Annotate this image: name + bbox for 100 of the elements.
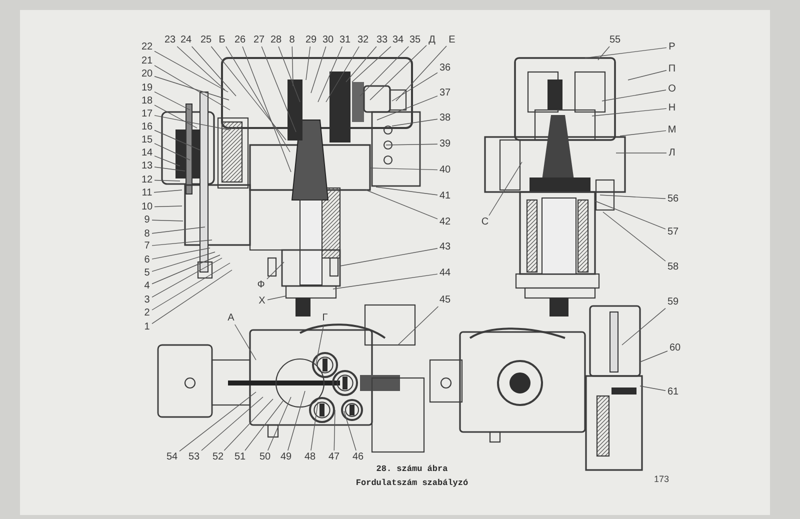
callout-label: 40 bbox=[438, 164, 452, 176]
callout-label: 41 bbox=[438, 190, 452, 202]
callout-label: 59 bbox=[666, 296, 680, 308]
callout-label: 10 bbox=[140, 202, 154, 212]
leader-line bbox=[154, 65, 230, 110]
callout-label: 49 bbox=[279, 452, 293, 462]
callout-label: Р bbox=[668, 42, 676, 52]
leader-line bbox=[154, 115, 230, 130]
leader-line bbox=[154, 206, 182, 208]
callout-label: 48 bbox=[303, 452, 317, 462]
callout-label: 47 bbox=[327, 452, 341, 462]
leader-line bbox=[594, 200, 666, 230]
callout-label: Х bbox=[258, 296, 266, 306]
callout-label: 5 bbox=[143, 268, 151, 278]
leader-line bbox=[154, 104, 198, 128]
callout-label: П bbox=[667, 64, 677, 74]
callout-label: 37 bbox=[438, 88, 452, 98]
leader-line bbox=[288, 390, 306, 451]
leader-line bbox=[154, 143, 190, 160]
leader-line bbox=[152, 258, 222, 298]
callout-label: 60 bbox=[668, 342, 682, 354]
callout-label: 46 bbox=[351, 452, 365, 462]
leader-line bbox=[152, 270, 232, 324]
callout-label: 50 bbox=[258, 452, 272, 462]
callout-label: 13 bbox=[140, 160, 154, 172]
callout-label: 28 bbox=[269, 34, 283, 46]
callout-label: 45 bbox=[438, 294, 452, 306]
callout-label: 53 bbox=[187, 452, 201, 462]
leader-line bbox=[210, 46, 286, 140]
leader-line bbox=[376, 186, 438, 196]
callout-label: Г bbox=[321, 312, 329, 324]
callout-label: 26 bbox=[233, 34, 247, 46]
leader-line bbox=[366, 190, 438, 220]
leader-line bbox=[340, 248, 438, 266]
callout-label: 9 bbox=[143, 214, 151, 226]
callout-label: 20 bbox=[140, 68, 154, 80]
leader-line bbox=[154, 166, 186, 172]
callout-label: 34 bbox=[391, 34, 405, 46]
leader-line bbox=[628, 70, 667, 80]
top-view-drawing bbox=[157, 304, 425, 453]
leader-line bbox=[600, 194, 666, 199]
leader-line bbox=[640, 350, 668, 362]
callout-label: 19 bbox=[140, 82, 154, 94]
leader-line bbox=[344, 410, 356, 451]
leader-line bbox=[392, 72, 438, 102]
leader-line bbox=[370, 168, 438, 170]
leader-line bbox=[360, 46, 409, 96]
callout-label: 8 bbox=[143, 228, 151, 240]
callout-label: 23 bbox=[163, 34, 177, 46]
leader-line bbox=[278, 46, 300, 102]
leader-line bbox=[224, 398, 274, 451]
callout-label: 6 bbox=[143, 254, 151, 266]
leader-line bbox=[154, 50, 228, 92]
leader-line bbox=[488, 162, 522, 216]
leader-line bbox=[234, 324, 256, 360]
leader-line bbox=[334, 410, 336, 451]
callout-label: Л bbox=[668, 148, 676, 158]
callout-label: 3 bbox=[143, 294, 151, 306]
leader-line bbox=[584, 47, 667, 58]
callout-label: 12 bbox=[140, 174, 154, 186]
leader-line bbox=[154, 130, 200, 150]
callout-label: Д bbox=[428, 34, 436, 46]
leader-line bbox=[152, 226, 206, 234]
callout-label: 44 bbox=[438, 268, 452, 278]
callout-label: Ф bbox=[256, 280, 266, 290]
callout-label: 33 bbox=[375, 34, 389, 46]
callout-label: 18 bbox=[140, 96, 154, 106]
leader-line bbox=[226, 46, 290, 152]
leader-line bbox=[310, 402, 318, 451]
figure-caption: 28. számu ábra Fordulatszám szabályzó bbox=[354, 463, 470, 490]
callout-label: М bbox=[666, 124, 678, 136]
leader-line bbox=[620, 130, 666, 136]
callout-label: 1 bbox=[143, 322, 151, 332]
leader-line bbox=[261, 46, 296, 132]
leader-line bbox=[602, 212, 666, 262]
callout-label: 16 bbox=[140, 122, 154, 132]
callout-label: 55 bbox=[608, 34, 622, 46]
callout-label: 8 bbox=[288, 34, 296, 46]
callout-label: 32 bbox=[356, 34, 370, 46]
leader-line bbox=[152, 220, 184, 222]
callout-label: 42 bbox=[438, 216, 452, 228]
leader-line bbox=[398, 306, 439, 346]
leader-line bbox=[370, 44, 427, 100]
callout-label: 36 bbox=[438, 62, 452, 74]
callout-label: 31 bbox=[338, 34, 352, 46]
callout-label: 21 bbox=[140, 56, 154, 66]
leader-line bbox=[598, 46, 610, 60]
leader-line bbox=[392, 118, 438, 126]
leader-line bbox=[154, 91, 190, 110]
leader-line bbox=[242, 46, 292, 172]
leader-line bbox=[201, 396, 264, 451]
callout-label: 11 bbox=[140, 188, 154, 198]
callout-label: 54 bbox=[165, 452, 179, 462]
leader-line bbox=[152, 248, 210, 260]
callout-label: 43 bbox=[438, 242, 452, 252]
callout-label: 38 bbox=[438, 112, 452, 124]
leader-line bbox=[154, 180, 180, 182]
leader-line bbox=[179, 392, 256, 452]
leader-line bbox=[176, 46, 226, 90]
callout-label: С bbox=[480, 216, 490, 228]
